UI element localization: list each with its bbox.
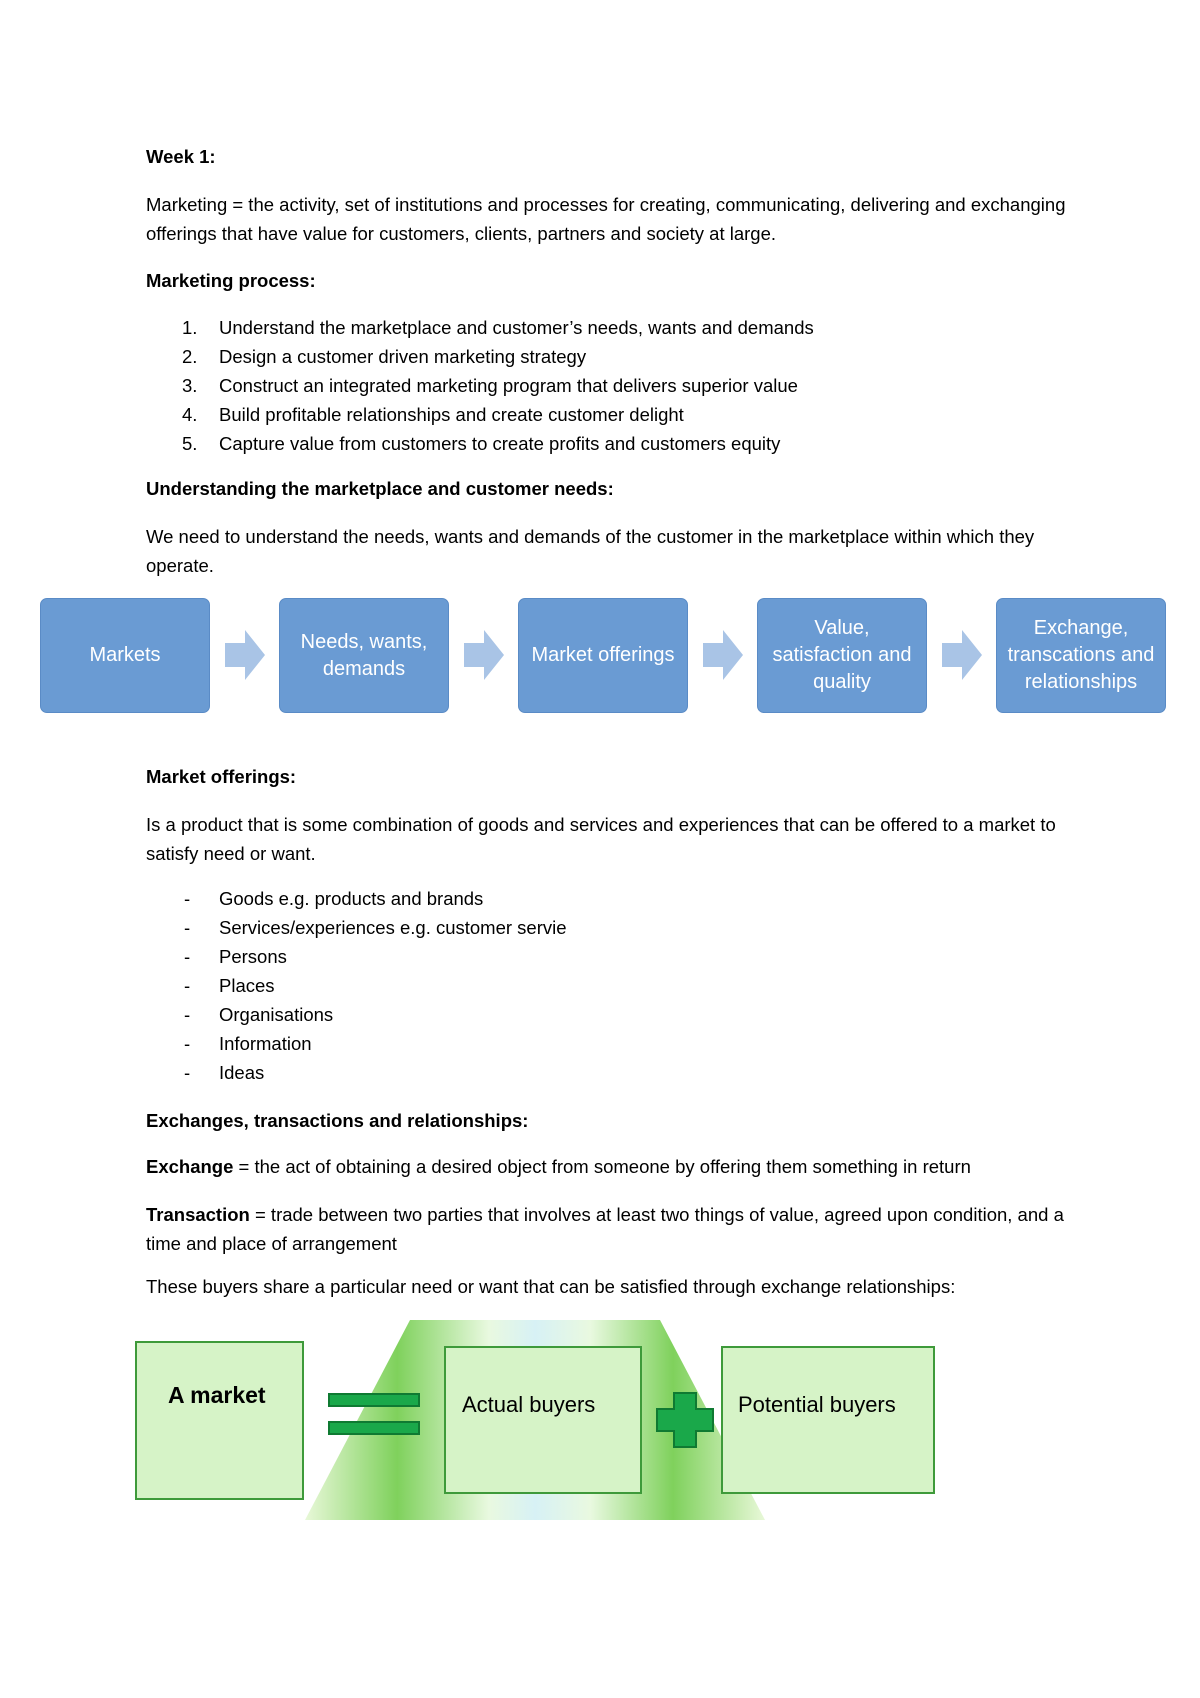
list-number: 2. — [182, 346, 198, 367]
list-number: 4. — [182, 404, 198, 425]
list-number: 1. — [182, 317, 198, 338]
list-item: -Services/experiences e.g. customer serv… — [146, 913, 567, 942]
list-number: 3. — [182, 375, 198, 396]
list-text: Construct an integrated marketing progra… — [219, 375, 798, 396]
marketing-process-heading: Marketing process: — [146, 270, 316, 291]
marketing-process-list: 1. Understand the marketplace and custome… — [146, 313, 814, 458]
list-item: -Organisations — [146, 1000, 567, 1029]
transaction-definition: Transaction = trade between two parties … — [146, 1200, 1076, 1258]
list-item: 3. Construct an integrated marketing prog… — [146, 371, 814, 400]
list-text: Information — [219, 1033, 312, 1054]
list-text: Build profitable relationships and creat… — [219, 404, 684, 425]
understanding-heading: Understanding the marketplace and custom… — [146, 478, 614, 499]
exchange-term: Exchange — [146, 1156, 234, 1177]
week-heading: Week 1: — [146, 146, 216, 167]
list-text: Understand the marketplace and customer’… — [219, 317, 814, 338]
market-offerings-heading: Market offerings: — [146, 766, 297, 787]
arrow-right-icon — [464, 630, 504, 680]
flow-box-markets: Markets — [40, 598, 210, 713]
list-text: Goods e.g. products and brands — [219, 888, 484, 909]
transaction-term: Transaction — [146, 1204, 250, 1225]
actual-buyers-box — [444, 1346, 642, 1494]
list-item: 1. Understand the marketplace and custome… — [146, 313, 814, 342]
arrow-right-icon — [225, 630, 265, 680]
actual-buyers-label: Actual buyers — [462, 1392, 596, 1417]
plus-icon — [656, 1392, 714, 1448]
list-text: Places — [219, 975, 275, 996]
list-number: 5. — [182, 433, 198, 454]
list-text: Ideas — [219, 1062, 265, 1083]
potential-buyers-label: Potential buyers — [738, 1392, 896, 1417]
flow-box-offerings: Market offerings — [518, 598, 688, 713]
flow-box-needs: Needs, wants, demands — [279, 598, 449, 713]
list-item: 5. Capture value from customers to create… — [146, 429, 814, 458]
exchange-definition: Exchange = the act of obtaining a desire… — [146, 1156, 971, 1178]
list-text: Capture value from customers to create p… — [219, 433, 781, 454]
arrow-right-icon — [703, 630, 743, 680]
flow-box-exchange: Exchange, transcations and relationships — [996, 598, 1166, 713]
market-offerings-list: -Goods e.g. products and brands -Service… — [146, 884, 567, 1087]
flow-box-value: Value, satisfaction and quality — [757, 598, 927, 713]
list-item: 2. Design a customer driven marketing str… — [146, 342, 814, 371]
buyers-text: These buyers share a particular need or … — [146, 1276, 956, 1297]
market-box — [135, 1341, 304, 1500]
understanding-text: We need to understand the needs, wants a… — [146, 526, 1035, 576]
marketing-definition: Marketing = the activity, set of institu… — [146, 194, 1066, 244]
list-text: Design a customer driven marketing strat… — [219, 346, 587, 367]
list-item: -Places — [146, 971, 567, 1000]
list-item: -Information — [146, 1029, 567, 1058]
list-item: -Ideas — [146, 1058, 567, 1087]
list-item: -Goods e.g. products and brands — [146, 884, 567, 913]
exchanges-heading: Exchanges, transactions and relationship… — [146, 1110, 529, 1131]
list-item: 4. Build profitable relationships and cre… — [146, 400, 814, 429]
market-offerings-text: Is a product that is some combination of… — [146, 814, 1056, 864]
market-label: A market — [168, 1382, 266, 1408]
exchange-text: = the act of obtaining a desired object … — [233, 1156, 971, 1177]
equals-icon — [328, 1393, 420, 1435]
list-item: -Persons — [146, 942, 567, 971]
potential-buyers-box — [721, 1346, 935, 1494]
transaction-text: = trade between two parties that involve… — [146, 1204, 1064, 1254]
list-text: Persons — [219, 946, 287, 967]
list-text: Services/experiences e.g. customer servi… — [219, 917, 567, 938]
arrow-right-icon — [942, 630, 982, 680]
list-text: Organisations — [219, 1004, 334, 1025]
